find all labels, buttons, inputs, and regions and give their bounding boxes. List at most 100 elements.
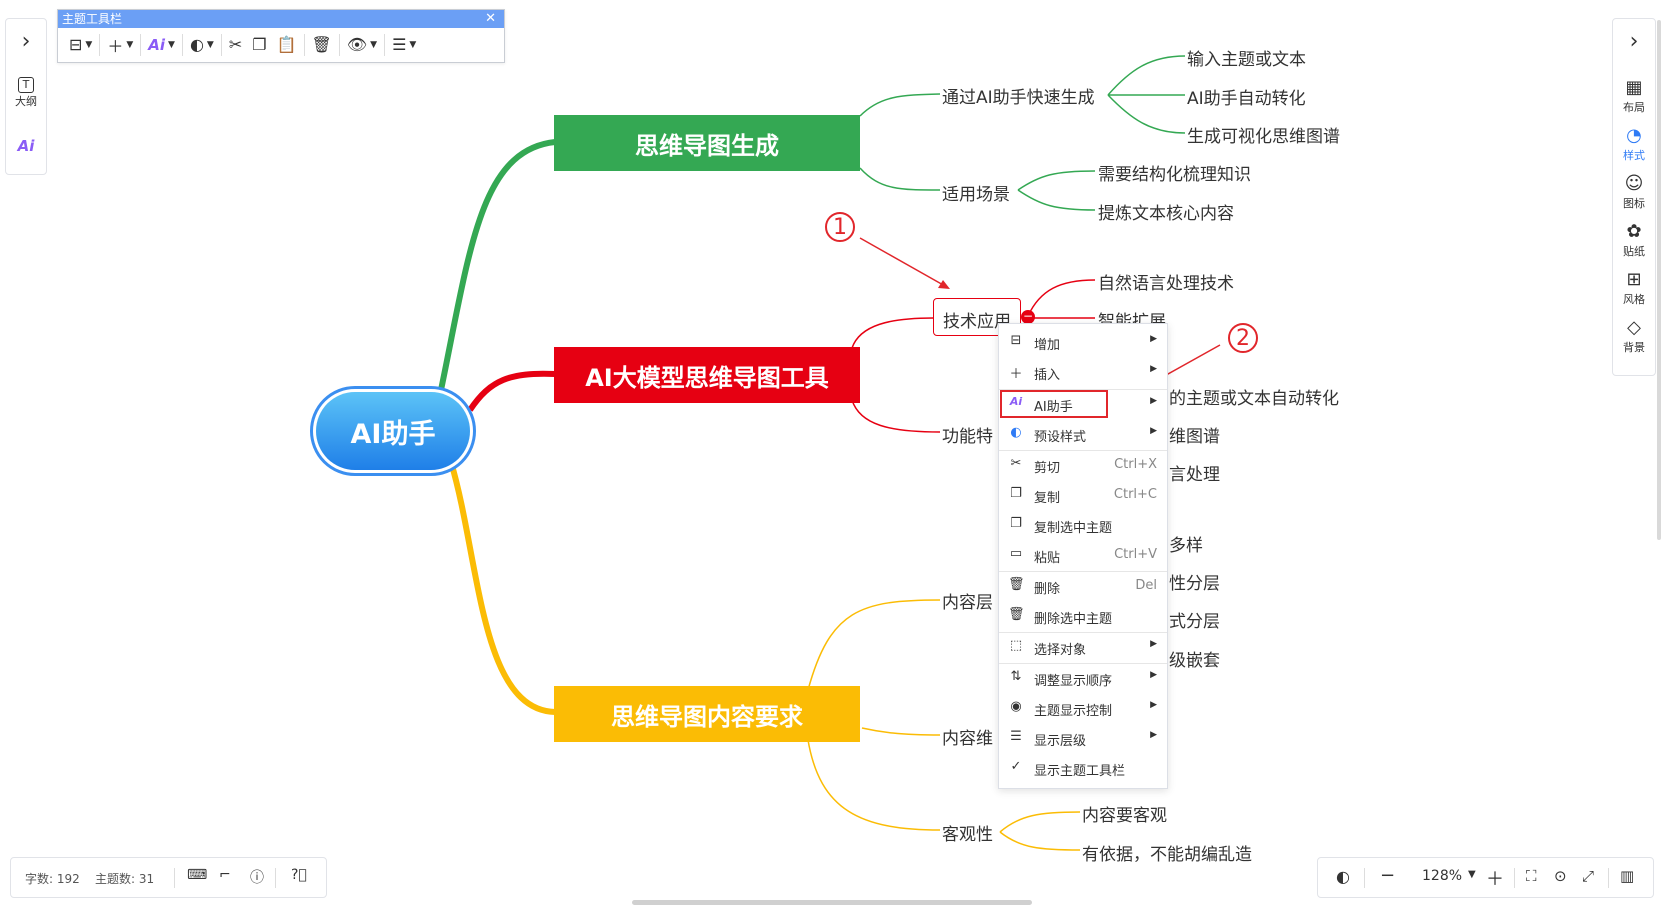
menu-item-display-level[interactable]: ☰ 显示层级 ▶ (999, 724, 1167, 752)
paste-icon: ▭ (1009, 546, 1023, 561)
panel-stickers[interactable]: ✿ 贴纸 (1613, 221, 1655, 259)
menu-item-copy-selected[interactable]: ❐ 复制选中主题 (999, 511, 1167, 539)
chevron-right-icon: ▶ (1150, 334, 1157, 344)
vertical-scrollbar[interactable] (1657, 20, 1661, 540)
cut-icon[interactable]: ✂ (228, 35, 243, 54)
context-menu: ⊟ 增加 ▶ ＋ 插入 ▶ Ai AI助手 ▶ ◐ 预设样式 ▶ ✂ 剪切 Ct… (998, 323, 1168, 789)
menu-item-paste[interactable]: ▭ 粘贴 Ctrl+V (1009, 546, 1157, 566)
palette-icon: ◔ (1626, 125, 1642, 146)
trash-icon: 🗑 (1008, 607, 1025, 622)
menu-item-cut[interactable]: ✂ 剪切 Ctrl+X (999, 451, 1167, 479)
left-panel: › T 大纲 Ai (5, 18, 47, 175)
topic-tech-application[interactable]: 技术应用 (933, 298, 1021, 336)
topic-auto-convert[interactable]: 的主题或文本自动转化 (1169, 389, 1339, 409)
menu-item-show-toolbar[interactable]: ✓ 显示主题工具栏 (999, 754, 1167, 782)
menu-item-select-object[interactable]: ⬚ 选择对象 ▶ (1009, 638, 1157, 658)
topic-ai-convert[interactable]: AI助手自动转化 (1187, 89, 1306, 109)
outline-button[interactable]: T 大纲 (6, 77, 46, 109)
map-icon[interactable]: ▥ (1620, 867, 1635, 885)
topic-content-dimension[interactable]: 内容维 (942, 729, 993, 749)
topic-extract-core[interactable]: 提炼文本核心内容 (1098, 204, 1234, 224)
ai-icon[interactable]: Ai▼ (148, 35, 175, 54)
panel-theme[interactable]: ⊞ 风格 (1613, 269, 1655, 307)
plus-icon: ＋ (1009, 367, 1023, 382)
menu-item-delete[interactable]: 🗑 删除 Del (1008, 577, 1157, 597)
menu-item-topic-display[interactable]: ◉ 主题显示控制 ▶ (999, 694, 1167, 722)
chevron-right-icon: ▶ (1150, 426, 1157, 436)
topic-logical-layer[interactable]: 性分层 (1169, 574, 1220, 594)
fit-screen-icon[interactable]: ⛶ (1526, 867, 1537, 885)
topic-input-text[interactable]: 输入主题或文本 (1187, 50, 1306, 70)
menu-item-preset-style[interactable]: ◐ 预设样式 ▶ (999, 420, 1167, 448)
eye-icon[interactable]: 👁▼ (346, 35, 378, 54)
menu-item-ai-assistant[interactable]: Ai AI助手 ▶ (999, 390, 1167, 418)
menu-item-add[interactable]: ⊟ 增加 ▶ (999, 328, 1167, 356)
keyboard-icon[interactable]: ⌨ (187, 867, 208, 883)
layout-icon[interactable]: ⊟▼ (69, 35, 93, 54)
topic-generate-visual[interactable]: 生成可视化思维图谱 (1187, 127, 1340, 147)
chevron-right-icon: ▶ (1150, 670, 1157, 680)
topic-evidence-based[interactable]: 有依据，不能胡编乱造 (1082, 845, 1252, 865)
topic-format-layer[interactable]: 式分层 (1169, 612, 1220, 632)
highlight-box (1000, 390, 1108, 418)
topic-count: 主题数: 31 (95, 872, 155, 886)
topic-content-hierarchy[interactable]: 内容层 (942, 593, 993, 613)
topic-structure-knowledge[interactable]: 需要结构化梳理知识 (1098, 165, 1251, 185)
zoom-level[interactable]: 128% (1422, 868, 1463, 884)
zoom-in-icon[interactable]: ＋ (1486, 869, 1504, 890)
menu-item-display-order[interactable]: ⇅ 调整显示顺序 ▶ (999, 664, 1167, 692)
status-bar: 字数: 192 主题数: 31 ⌨ ⌐ ⓘ ?⃝ (10, 857, 327, 898)
chevron-down-icon[interactable]: ▼ (1468, 869, 1476, 880)
panel-background[interactable]: ◇ 背景 (1613, 317, 1655, 355)
topic-nlp-tech[interactable]: 自然语言处理技术 (1098, 274, 1234, 294)
outline-label: 大纲 (15, 95, 37, 108)
help-icon[interactable]: ?⃝ (291, 867, 307, 883)
chevron-right-icon: ▶ (1150, 396, 1157, 406)
ai-icon[interactable]: Ai (17, 137, 35, 155)
topic-mind-map[interactable]: 维图谱 (1169, 427, 1220, 447)
add-icon[interactable]: ＋▼ (107, 36, 134, 56)
collapse-icon[interactable]: − (1021, 309, 1035, 324)
zoom-out-icon[interactable]: − (1380, 865, 1396, 886)
main-node-generate[interactable]: 思维导图生成 (554, 115, 860, 171)
format-icon[interactable]: ⌐ (219, 867, 231, 883)
paste-icon[interactable]: 📋 (276, 35, 297, 54)
zoom-bar: ◐ − 128% ▼ ＋ ⛶ ⊙ ⤢ ▥ (1317, 857, 1654, 898)
list-icon[interactable]: ☰▼ (392, 35, 417, 54)
panel-style[interactable]: ◔ 样式 (1613, 125, 1655, 163)
select-icon: ⬚ (1009, 638, 1023, 653)
main-node-ai-tool[interactable]: AI大模型思维导图工具 (554, 347, 860, 403)
topic-be-objective[interactable]: 内容要客观 (1082, 806, 1167, 826)
panel-layout[interactable]: ▦ 布局 (1613, 77, 1655, 115)
scissors-icon: ✂ (1010, 456, 1022, 471)
right-panel: › ▦ 布局 ◔ 样式 ☺ 图标 ✿ 贴纸 ⊞ 风格 ◇ 背景 (1612, 18, 1656, 376)
topic-ai-fast-generate[interactable]: 通过AI助手快速生成 (942, 88, 1095, 108)
main-node-content-req[interactable]: 思维导图内容要求 (554, 686, 860, 742)
root-node-label: AI助手 (316, 392, 470, 470)
panel-icons[interactable]: ☺ 图标 (1613, 173, 1655, 211)
menu-item-insert[interactable]: ＋ 插入 ▶ (1009, 364, 1157, 383)
expand-left-icon[interactable]: › (21, 29, 31, 54)
fullscreen-icon[interactable]: ⤢ (1582, 867, 1595, 885)
expand-right-icon[interactable]: › (1629, 29, 1639, 54)
menu-item-delete-selected[interactable]: 🗑 删除选中主题 (1008, 607, 1113, 627)
topic-scenarios[interactable]: 适用场景 (942, 185, 1010, 205)
check-icon: ✓ (1010, 759, 1022, 774)
locate-icon[interactable]: ⊙ (1554, 867, 1567, 885)
close-icon[interactable]: ✕ (485, 11, 496, 26)
palette-icon[interactable]: ◐▼ (189, 35, 214, 54)
horizontal-scrollbar[interactable] (632, 900, 1032, 905)
topic-diverse[interactable]: 多样 (1169, 536, 1203, 556)
copy-icon[interactable]: ❐ (252, 35, 267, 54)
info-icon[interactable]: ⓘ (250, 870, 264, 886)
delete-icon[interactable]: 🗑 (311, 35, 332, 54)
topic-level-nesting[interactable]: 级嵌套 (1169, 651, 1220, 671)
topic-objectivity[interactable]: 客观性 (942, 825, 993, 845)
trash-icon: 🗑 (1008, 577, 1025, 592)
topic-features[interactable]: 功能特 (942, 427, 993, 447)
root-node[interactable]: AI助手 (310, 386, 476, 476)
menu-item-copy[interactable]: ❐ 复制 Ctrl+C (999, 481, 1167, 509)
mouse-icon[interactable]: ◐ (1336, 867, 1350, 886)
topic-language-processing[interactable]: 言处理 (1169, 465, 1220, 485)
layers-icon: ◇ (1627, 317, 1641, 338)
